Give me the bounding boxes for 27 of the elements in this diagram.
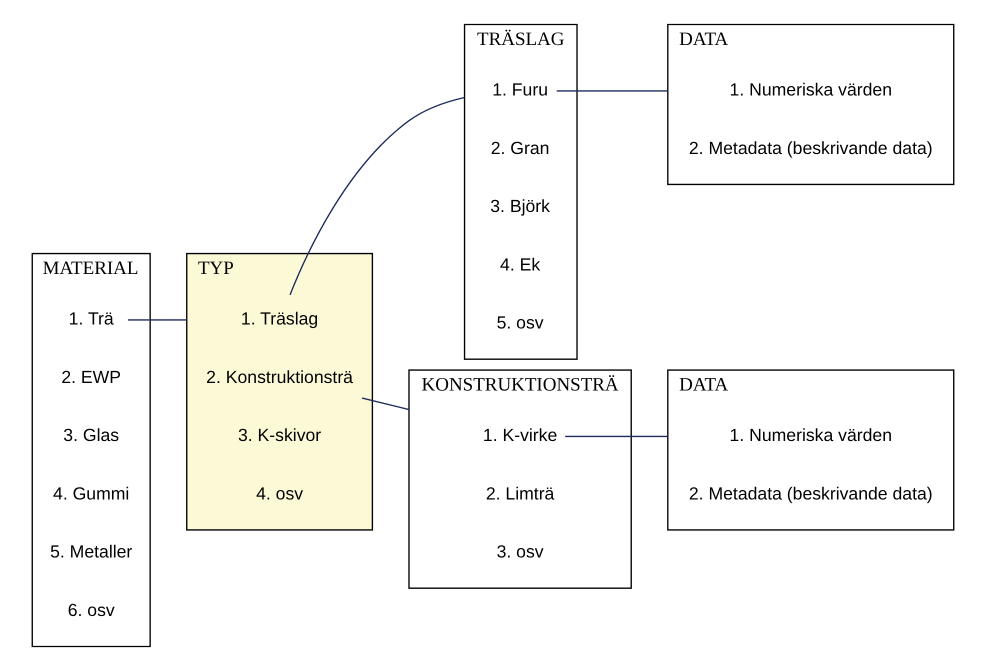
node-text: 1. Furu [492, 80, 548, 100]
node-text: 5. osv [496, 312, 544, 333]
connector [362, 397, 410, 410]
node-text: 4. Ek [500, 254, 540, 274]
node-text: 2. Gran [490, 138, 550, 158]
connector [565, 436, 668, 438]
node-text: 1. K-virke [482, 425, 558, 446]
node-text: 1. Numeriska värden [730, 425, 892, 446]
node-text: 2. Konstruktionsträ [206, 366, 353, 387]
connector [556, 90, 668, 92]
connector [289, 96, 465, 296]
connector [128, 319, 187, 321]
node-text: 4. osv [256, 483, 304, 504]
node-text: 2. Limträ [486, 483, 554, 504]
node-text: 6. osv [68, 600, 115, 620]
node-text: 1. Trä [68, 308, 114, 329]
node-text: 3. Björk [490, 196, 550, 216]
node-text: 3. osv [496, 542, 544, 562]
node-text: 2. Metadata (beskrivande data) [688, 138, 933, 158]
node-text: 4. Gummi [53, 483, 130, 504]
node-text: 1. Träslag [240, 308, 318, 329]
node-text: 3. K-skivor [238, 425, 322, 446]
node-text: 5. Metaller [50, 542, 132, 562]
node-text: 3. Glas [63, 425, 120, 446]
node-text: 2. EWP [61, 366, 122, 387]
node-text: 2. Metadata (beskrivande data) [688, 483, 933, 504]
node-text: 1. Numeriska värden [730, 80, 892, 100]
